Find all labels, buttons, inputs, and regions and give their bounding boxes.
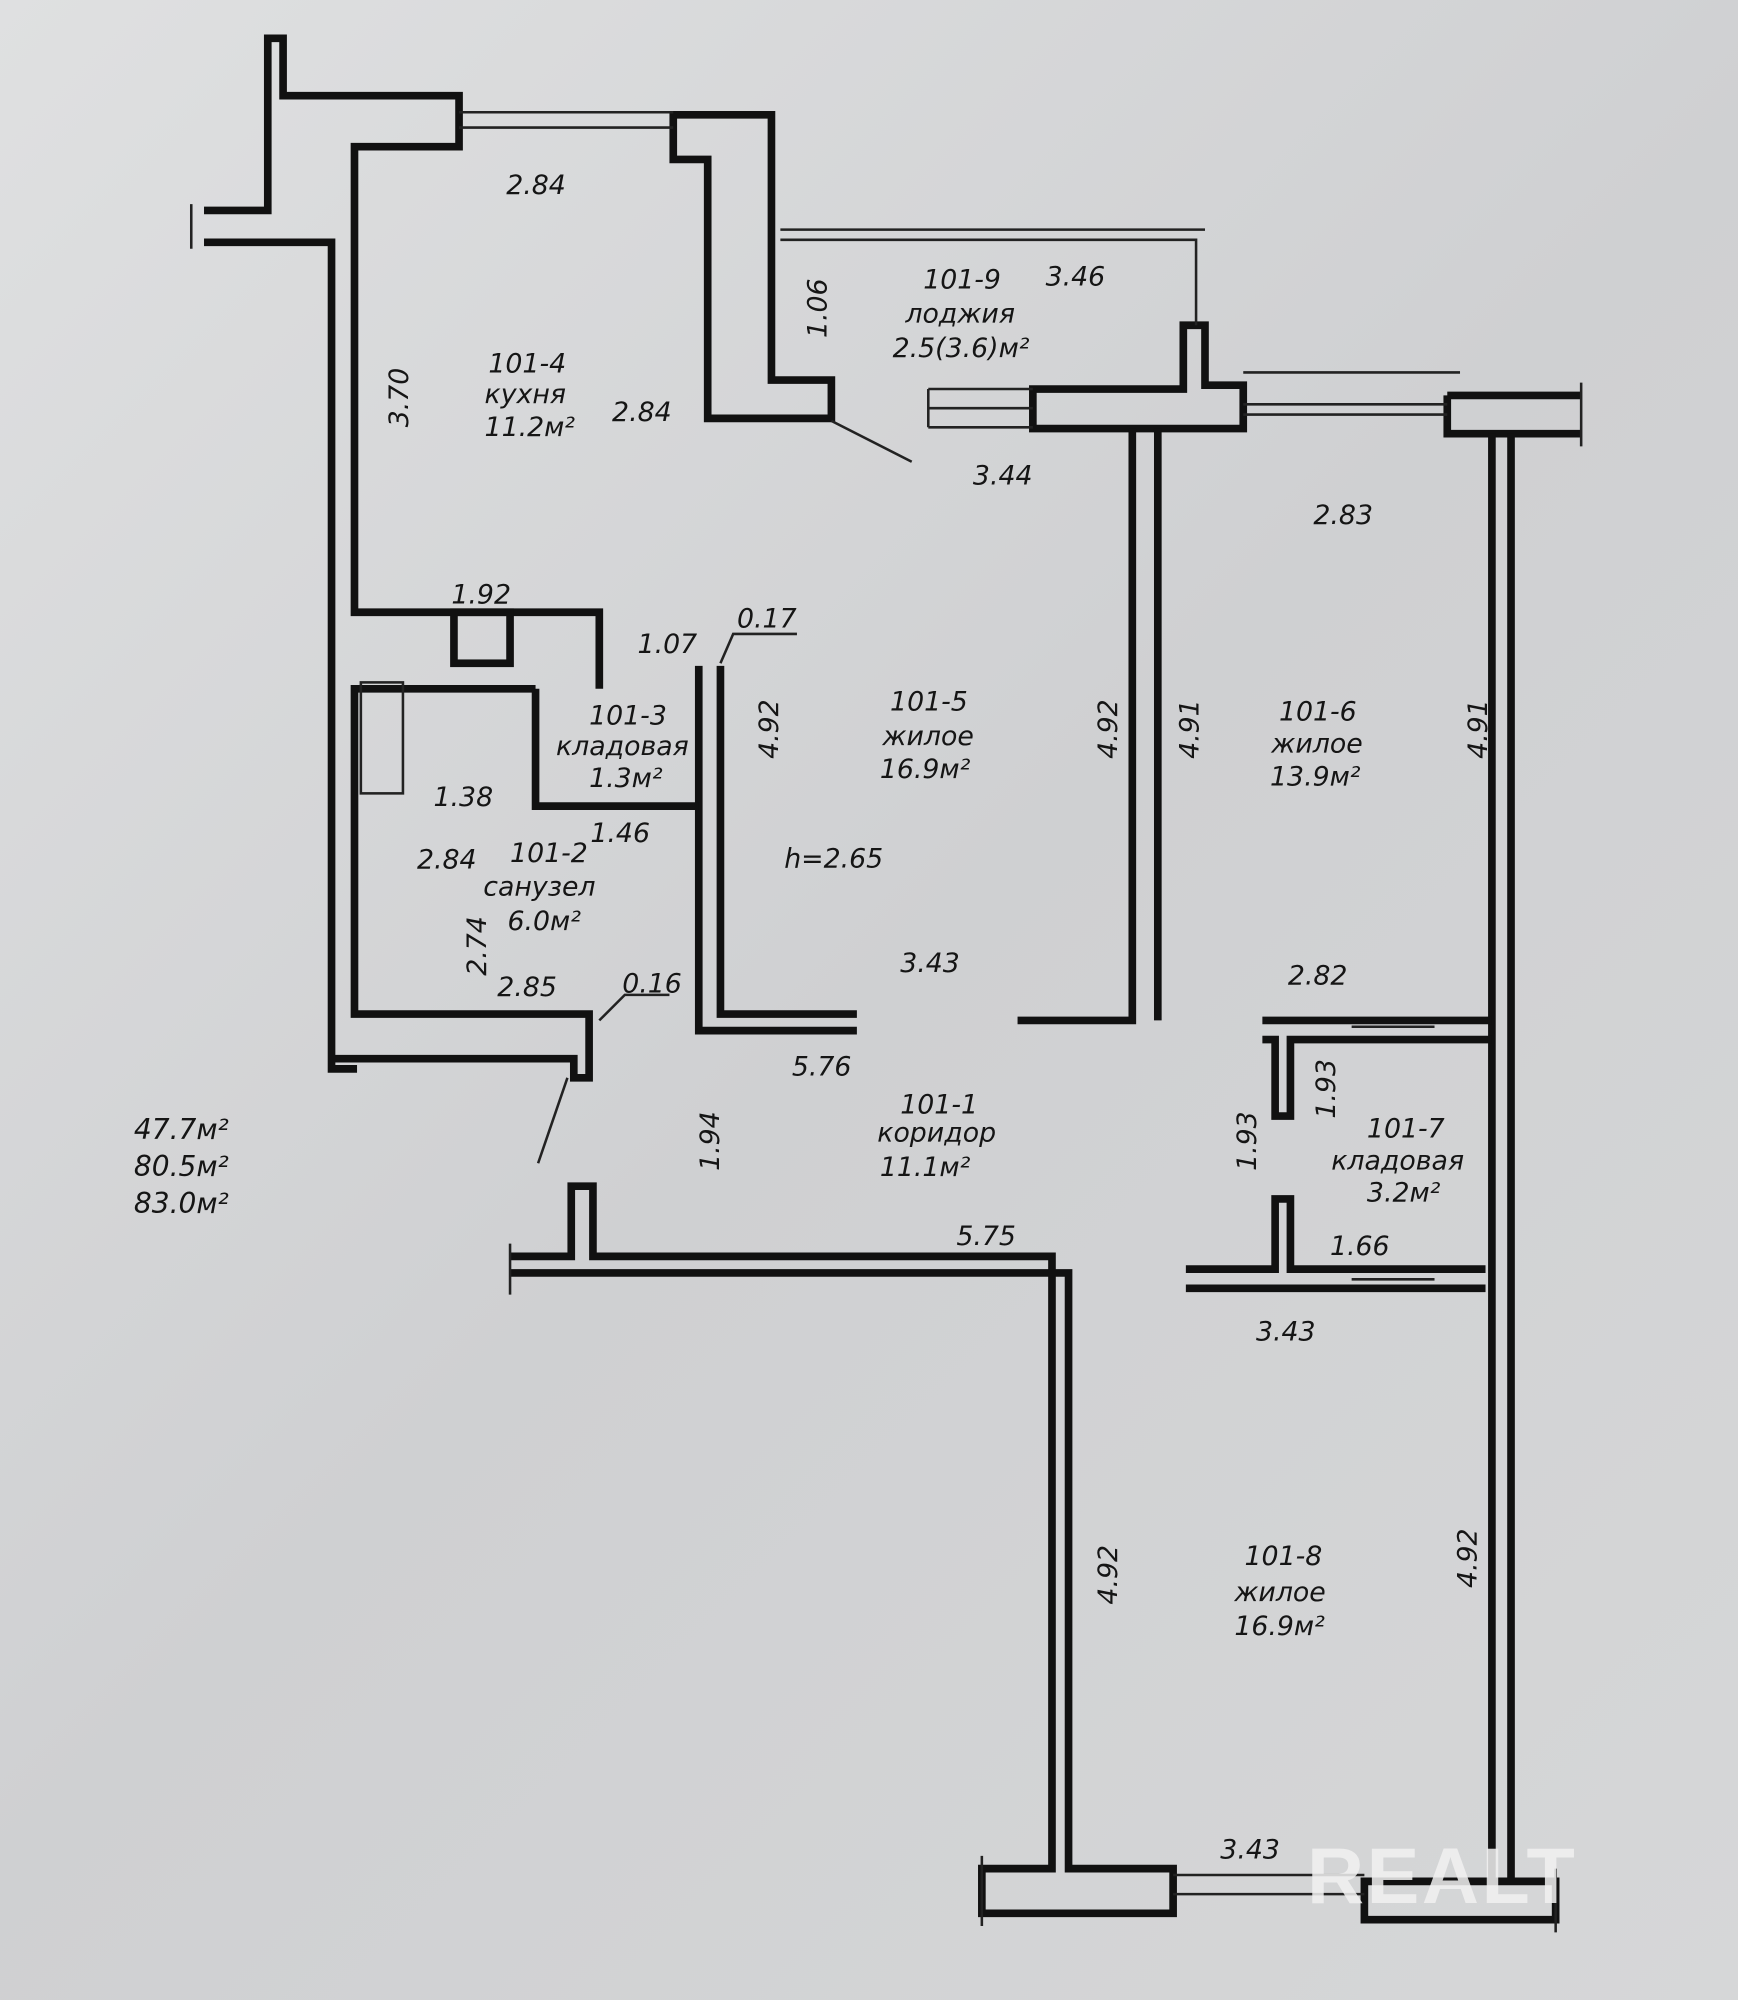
svg-text:4.91: 4.91 (1463, 699, 1494, 759)
svg-text:101-1: 101-1 (900, 1090, 978, 1121)
svg-text:2.84: 2.84 (612, 397, 672, 428)
svg-text:5.76: 5.76 (792, 1051, 852, 1082)
svg-text:101-7: 101-7 (1367, 1114, 1445, 1145)
room-101-8: 101-8 жилое 16.9м² (1233, 1541, 1325, 1642)
windows (189, 110, 1583, 1933)
room-101-5: 101-5 жилое 16.9м² h=2.65 (784, 686, 974, 874)
svg-text:0.16: 0.16 (622, 968, 682, 999)
svg-text:6.0м²: 6.0м² (508, 906, 582, 937)
dimensions: 2.84 2.84 3.70 1.06 3.46 3.44 2.83 1.92 … (384, 170, 1494, 1866)
svg-text:83.0м²: 83.0м² (134, 1187, 229, 1220)
svg-text:жилое: жилое (1233, 1577, 1325, 1608)
svg-text:4.92: 4.92 (754, 699, 785, 759)
svg-text:3.46: 3.46 (1046, 262, 1106, 293)
room-101-4: 101-4 кухня 11.2м² (485, 348, 576, 443)
svg-text:1.3м²: 1.3м² (589, 763, 663, 794)
room-101-7: 101-7 кладовая 3.2м² (1331, 1114, 1464, 1209)
svg-text:2.84: 2.84 (506, 170, 566, 201)
svg-text:1.93: 1.93 (1232, 1111, 1263, 1171)
realt-watermark: REALT (1307, 1831, 1577, 1920)
svg-text:11.1м²: 11.1м² (880, 1152, 971, 1183)
svg-text:16.9м²: 16.9м² (1234, 1611, 1325, 1642)
svg-text:1.38: 1.38 (434, 782, 494, 813)
svg-text:16.9м²: 16.9м² (880, 754, 971, 785)
svg-text:11.2м²: 11.2м² (485, 412, 576, 443)
svg-text:101-3: 101-3 (589, 700, 667, 731)
walls (204, 34, 1582, 1924)
svg-text:5.75: 5.75 (956, 1221, 1016, 1252)
svg-text:47.7м²: 47.7м² (134, 1113, 229, 1146)
svg-text:2.82: 2.82 (1288, 961, 1348, 992)
svg-text:кладовая: кладовая (556, 731, 689, 762)
svg-text:2.5(3.6)м²: 2.5(3.6)м² (893, 333, 1030, 364)
room-101-1: 101-1 коридор 11.1м² (877, 1090, 996, 1184)
ceiling-height: h=2.65 (784, 843, 883, 874)
svg-text:13.9м²: 13.9м² (1270, 762, 1361, 793)
svg-text:коридор: коридор (877, 1118, 996, 1149)
svg-text:3.2м²: 3.2м² (1367, 1178, 1441, 1209)
svg-text:санузел: санузел (483, 871, 595, 902)
room-101-2-labels: санузел 6.0м² (483, 871, 595, 936)
svg-text:3.43: 3.43 (900, 948, 960, 979)
svg-text:80.5м²: 80.5м² (134, 1150, 229, 1183)
svg-text:1.46: 1.46 (590, 818, 650, 849)
room-101-9: 101-9 лоджия 2.5(3.6)м² (893, 264, 1030, 364)
svg-text:1.93: 1.93 (1311, 1059, 1342, 1119)
area-totals: 47.7м² 80.5м² 83.0м² (134, 1113, 229, 1220)
svg-text:2.85: 2.85 (497, 972, 557, 1003)
svg-text:101-4: 101-4 (488, 348, 566, 379)
svg-text:1.66: 1.66 (1330, 1231, 1390, 1262)
svg-text:3.43: 3.43 (1256, 1317, 1316, 1348)
svg-text:4.91: 4.91 (1175, 699, 1206, 759)
svg-text:кухня: кухня (485, 379, 566, 410)
svg-text:1.94: 1.94 (695, 1111, 726, 1171)
room-101-3: 101-3 кладовая 1.3м² (556, 700, 689, 794)
svg-text:3.43: 3.43 (1220, 1834, 1280, 1865)
svg-text:4.92: 4.92 (1093, 699, 1124, 759)
svg-text:101-5: 101-5 (890, 686, 968, 717)
svg-text:101-9: 101-9 (923, 264, 1001, 295)
svg-text:жилое: жилое (1270, 729, 1362, 760)
svg-text:лоджия: лоджия (904, 299, 1015, 330)
svg-text:4.92: 4.92 (1093, 1545, 1124, 1605)
svg-text:2.84: 2.84 (417, 845, 477, 876)
svg-text:3.44: 3.44 (973, 461, 1033, 492)
svg-text:101-2: 101-2 (510, 838, 588, 869)
svg-text:2.83: 2.83 (1313, 500, 1373, 531)
svg-text:3.70: 3.70 (384, 368, 415, 428)
svg-text:1.07: 1.07 (638, 629, 698, 660)
room-101-2: 101-2 санузел санузел (510, 838, 588, 869)
room-101-6: 101-6 жилое 13.9м² (1270, 697, 1363, 793)
svg-text:кладовая: кладовая (1331, 1146, 1464, 1177)
svg-text:1.06: 1.06 (802, 278, 833, 338)
svg-text:101-8: 101-8 (1245, 1541, 1323, 1572)
doors (536, 419, 913, 1164)
svg-text:101-6: 101-6 (1279, 697, 1357, 728)
svg-text:2.74: 2.74 (462, 916, 493, 976)
svg-text:4.92: 4.92 (1453, 1528, 1484, 1588)
svg-text:1.92: 1.92 (451, 579, 511, 610)
svg-text:0.17: 0.17 (737, 604, 797, 635)
svg-text:жилое: жилое (881, 721, 973, 752)
